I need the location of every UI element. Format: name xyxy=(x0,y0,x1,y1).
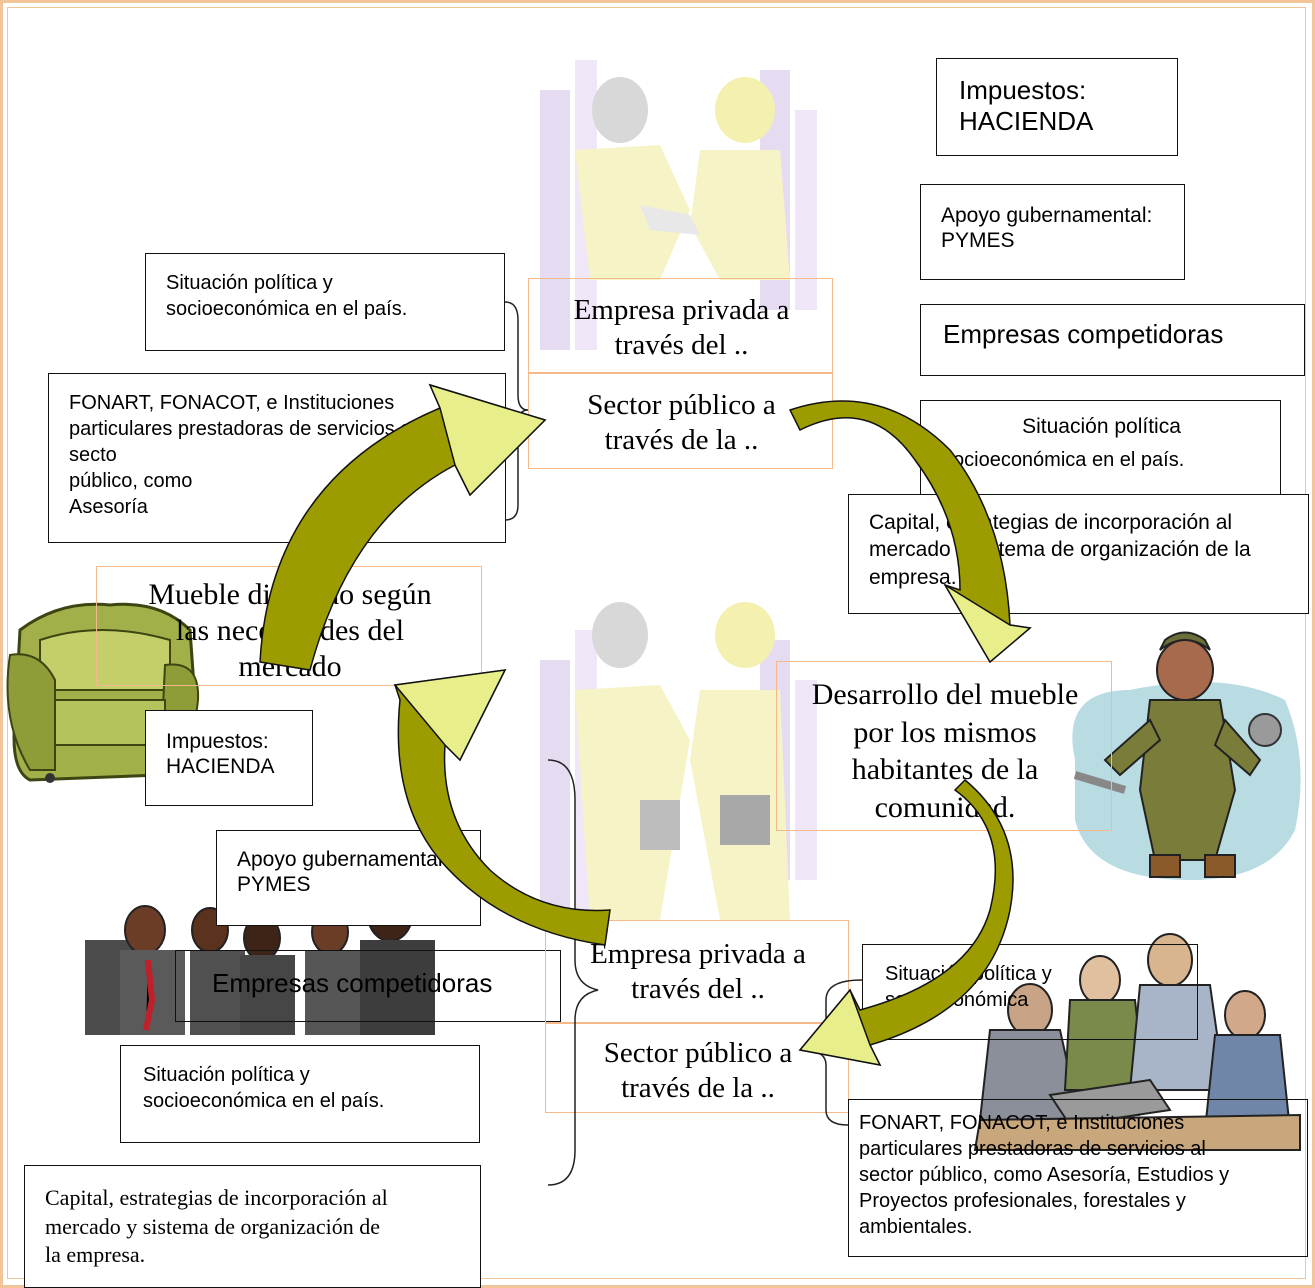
fonart-left-box: FONART, FONACOT, e Instituciones particu… xyxy=(48,373,506,543)
situacion-right-subtitle: socioeconómica en el país. xyxy=(943,449,1185,471)
capital-bottom-box: Capital, estrategias de incorporación al… xyxy=(24,1165,481,1288)
apoyo-bottom-box: Apoyo gubernamental: PYMES xyxy=(216,830,481,926)
empresa-privada-bottom-box: Empresa privada a través del .. xyxy=(545,920,849,1023)
team-meeting-clipart xyxy=(973,933,1301,1151)
situacion-bottom-right-box: Situación política y socioeconómica xyxy=(862,944,1198,1040)
desarrollo-box: Desarrollo del mueble por los mismos hab… xyxy=(776,661,1112,831)
apoyo-bottom-text: Apoyo gubernamental: PYMES xyxy=(237,848,449,897)
competidoras-bottom-text: Empresas competidoras xyxy=(212,968,493,998)
situacion-right-title: Situación política xyxy=(1022,415,1181,438)
capital-right-box: Capital, estrategias de incorporación al… xyxy=(848,494,1309,614)
apoyo-text: Apoyo gubernamental: PYMES xyxy=(941,204,1153,253)
fonart-bottom-right-box: FONART, FONACOT, e Instituciones particu… xyxy=(848,1099,1308,1257)
empresa-privada-top-text: Empresa privada a través del .. xyxy=(573,294,790,361)
situacion-bottom-left-text: Situación política y socioeconómica en e… xyxy=(143,1064,385,1112)
empresa-privada-bottom-text: Empresa privada a través del .. xyxy=(590,938,806,1005)
capital-bottom-text: Capital, estrategias de incorporación al… xyxy=(45,1185,388,1268)
apoyo-box: Apoyo gubernamental: PYMES xyxy=(920,184,1185,280)
mueble-text: Mueble diseñado según las necesidades de… xyxy=(148,578,432,683)
situacion-bottom-right-text: Situación política y socioeconómica xyxy=(885,963,1052,1011)
capital-right-text: Capital, estrategias de incorporación al… xyxy=(869,511,1251,589)
mueble-box: Mueble diseñado según las necesidades de… xyxy=(96,566,482,686)
impuestos-bottom-text: Impuestos: HACIENDA xyxy=(166,730,275,779)
impuestos-box: Impuestos: HACIENDA xyxy=(936,58,1178,156)
sector-publico-top-text: Sector público a través de la .. xyxy=(587,389,776,456)
situacion-left-box: Situación política y socioeconómica en e… xyxy=(145,253,505,351)
situacion-bottom-left-box: Situación política y socioeconómica en e… xyxy=(120,1045,480,1143)
fonart-left-text: FONART, FONACOT, e Instituciones particu… xyxy=(69,392,416,518)
impuestos-text: Impuestos: HACIENDA xyxy=(959,75,1094,137)
worker-clipart xyxy=(1072,631,1301,880)
impuestos-bottom-box: Impuestos: HACIENDA xyxy=(145,710,313,806)
page-frame-inner xyxy=(7,7,1306,1279)
sector-publico-top-box: Sector público a través de la .. xyxy=(528,373,833,469)
sector-publico-bottom-box: Sector público a través de la .. xyxy=(545,1023,849,1113)
competidoras-box: Empresas competidoras xyxy=(920,304,1305,376)
empresa-privada-top-box: Empresa privada a través del .. xyxy=(528,278,833,373)
competidoras-text: Empresas competidoras xyxy=(943,319,1224,349)
competidoras-bottom-box: Empresas competidoras xyxy=(175,950,561,1022)
handshake-clipart xyxy=(540,60,817,350)
situacion-left-text: Situación política y socioeconómica en e… xyxy=(166,272,408,320)
desarrollo-text: Desarrollo del mueble por los mismos hab… xyxy=(811,678,1079,824)
situacion-right-box: Situación política socioeconómica en el … xyxy=(920,400,1281,495)
sector-publico-bottom-text: Sector público a través de la .. xyxy=(603,1037,793,1104)
fonart-bottom-right-text: FONART, FONACOT, e Instituciones particu… xyxy=(859,1112,1230,1238)
